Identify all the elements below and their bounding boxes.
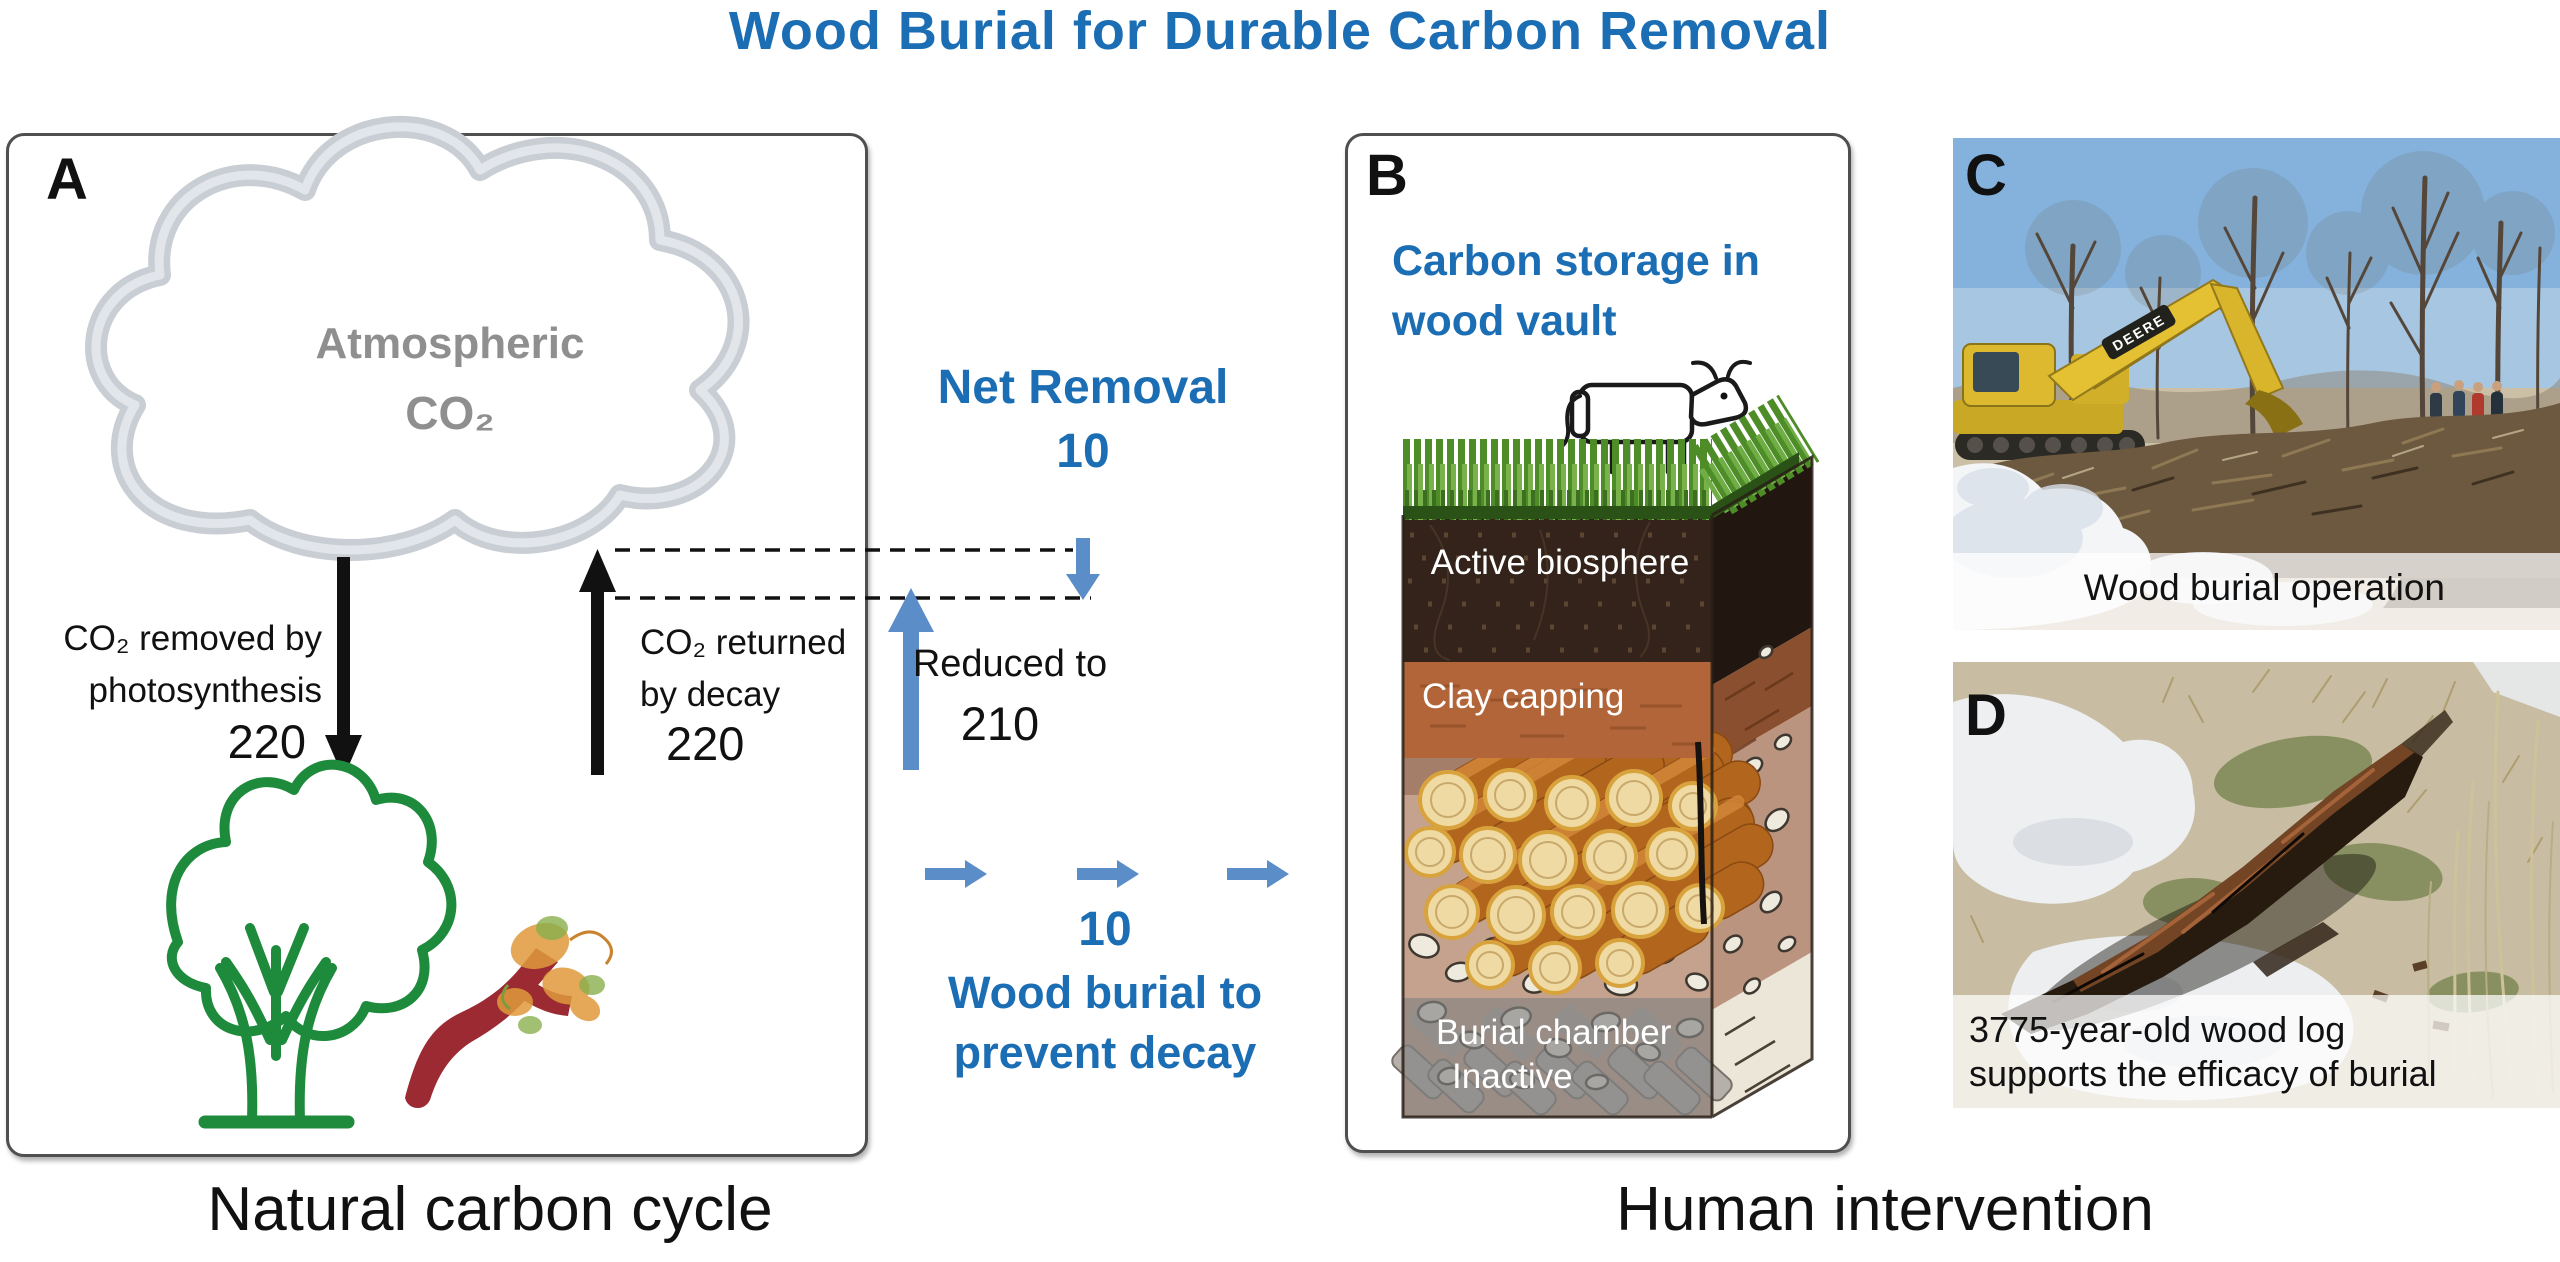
panel-a-label: A	[46, 147, 88, 212]
layer-active-biosphere-label: Active biosphere	[1430, 543, 1690, 582]
wood-burial-right-arrows-icon	[925, 860, 1289, 888]
photo-d-caption-line2: supports the efficacy of burial	[1969, 1053, 2437, 1094]
decay-label-line2: by decay	[640, 675, 781, 714]
layer-inactive-label: Inactive	[1452, 1057, 1573, 1096]
figure-title: Wood Burial for Durable Carbon Removal	[728, 1, 1832, 61]
layer-burial-chamber-label: Burial chamber	[1436, 1013, 1672, 1052]
reduced-value: 210	[960, 697, 1040, 750]
burial-label-line1: Wood burial to	[947, 967, 1263, 1018]
ancient-log-icon	[2001, 710, 2453, 1034]
photo-c-caption: Wood burial operation	[2083, 567, 2445, 608]
photo-d-caption-band	[1953, 995, 2560, 1108]
photo-ancient-wood-log: 3775-year-old wood log supports the effi…	[1953, 662, 2560, 1108]
burial-label-line2: prevent decay	[953, 1027, 1257, 1078]
cloud-text-line1: Atmospheric	[315, 319, 585, 368]
panel-c-label: C	[1965, 143, 2007, 208]
photosynthesis-label-line2: photosynthesis	[88, 671, 322, 710]
photo-d-caption-line1: 3775-year-old wood log	[1969, 1009, 2346, 1050]
layer-clay-capping-label: Clay capping	[1422, 677, 1625, 716]
excavator-icon: DEERE	[1953, 278, 2303, 460]
vault-heading-line1: Carbon storage in	[1392, 237, 1760, 285]
panel-a-caption: Natural carbon cycle	[207, 1175, 773, 1244]
photo-c-caption-band	[1953, 553, 2560, 630]
photo-wood-burial-operation: DEERE Wood burial opera	[1953, 138, 2560, 630]
photosynthesis-flux-value: 220	[227, 715, 306, 768]
decay-label-line1: CO₂ returned	[640, 623, 847, 662]
panel-d-label: D	[1965, 683, 2007, 748]
vault-heading-line2: wood vault	[1392, 297, 1617, 345]
net-removal-value: 10	[1056, 425, 1110, 478]
net-removal-down-arrow-icon	[1066, 538, 1100, 600]
decay-flux-value: 220	[666, 717, 745, 770]
panel-b-label: B	[1366, 143, 1408, 208]
burial-flux-value: 10	[1078, 903, 1132, 956]
net-removal-label: Net Removal	[937, 361, 1229, 414]
panel-b-box	[1345, 133, 1851, 1153]
bystanders-icon	[2430, 380, 2503, 419]
photo-c-scene: DEERE	[1953, 138, 2560, 630]
panel-b-caption: Human intervention	[1616, 1175, 2154, 1244]
reduced-label: Reduced to	[912, 643, 1108, 685]
photosynthesis-label-line1: CO₂ removed by	[63, 619, 322, 658]
cloud-text-line2: CO₂	[405, 387, 495, 439]
